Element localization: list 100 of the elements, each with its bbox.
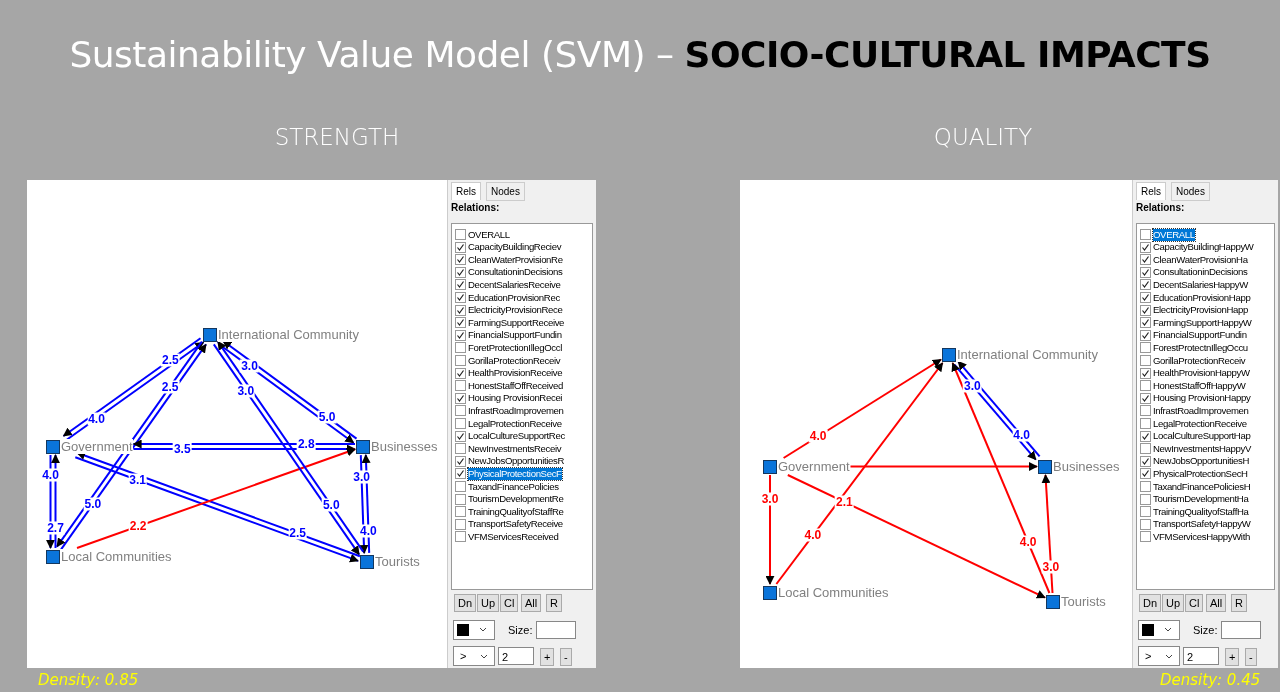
relation-name: ConsultationinDecisions <box>1153 266 1248 279</box>
reset-button: R <box>1231 594 1247 612</box>
all-button: All <box>521 594 542 612</box>
relation-name: HealthProvisionHappyW <box>1153 367 1250 380</box>
density-note: Density: 0.85 <box>38 671 139 689</box>
relation-name: TransportSafetyReceive <box>468 518 563 531</box>
node-name: Businesses <box>1053 459 1120 474</box>
relation-name: Housing ProvisionHappy <box>1153 392 1251 405</box>
node-name: Government <box>778 459 850 474</box>
arrow <box>849 462 1038 471</box>
relation-name: DecentSalariesHappyW <box>1153 278 1248 291</box>
relation-name: OVERALL <box>1153 228 1195 241</box>
relation-name: Housing ProvisionRecei <box>468 392 563 405</box>
arrow <box>51 454 60 549</box>
edge-label: 3.0 <box>236 384 256 398</box>
edge-label: 2.5 <box>160 380 180 394</box>
down-button: Dn <box>1139 594 1162 612</box>
node-name: International Community <box>218 327 359 342</box>
relation-name: NewInvestmentsReceiv <box>468 442 562 455</box>
clear-button: Cl <box>1185 594 1204 612</box>
relation-name: NewJobsOpportunitiesH <box>1153 455 1250 468</box>
relation-name: CleanWaterProvisionHa <box>1153 253 1248 266</box>
relation-name: CleanWaterProvisionRe <box>468 253 563 266</box>
relation-name: PhysicalProtectionSecF <box>468 467 562 480</box>
arrow <box>951 362 1051 594</box>
relation-name: TrainingQualityofStaffRe <box>468 505 564 518</box>
edge-label: 5.0 <box>83 497 103 511</box>
relation-name: TourismDevelopmentRe <box>468 493 564 506</box>
relation-name: FinancialSupportFundin <box>468 329 562 342</box>
panel-heading: STRENGTH <box>274 124 400 150</box>
edge-label: 4.0 <box>803 528 823 542</box>
edge-label: 5.0 <box>321 498 341 512</box>
node-name: Local Communities <box>778 585 889 600</box>
tab: Rels <box>1136 182 1166 200</box>
relation-name: EducationProvisionHapp <box>1153 291 1251 304</box>
network-node <box>1046 594 1106 609</box>
edge-label: 2.7 <box>46 521 65 535</box>
relation-name: InfrastRoadImprovemen <box>468 404 564 417</box>
relation-name: LocalCultureSupportHap <box>1153 430 1251 443</box>
relation-name: ElectricityProvisionRece <box>468 304 563 317</box>
relation-name: TrainingQualityofStaffHa <box>1153 505 1249 518</box>
network-node <box>360 554 420 569</box>
edge-label: 5.0 <box>317 410 337 424</box>
edge-label: 2.5 <box>161 353 180 367</box>
edge-label: 4.0 <box>41 468 60 482</box>
relation-name: FarmingSupportReceive <box>468 316 565 329</box>
network-node <box>46 439 133 454</box>
section-label: Relations: <box>451 202 500 213</box>
field-label: Size: <box>508 624 533 636</box>
up-button: Up <box>477 594 500 612</box>
edge-label: 3.0 <box>240 360 259 373</box>
line-width-field: 2 <box>1183 647 1219 665</box>
relation-name: TaxandFinancePolicies <box>468 480 559 493</box>
clear-button: Cl <box>500 594 519 612</box>
panel-heading: QUALITY <box>933 124 1033 150</box>
relation-name: VFMServicesReceived <box>468 530 559 543</box>
relation-name: ForestProtectnIllegOccu <box>1153 341 1248 354</box>
arrow <box>782 358 942 459</box>
network-node <box>1038 459 1120 474</box>
relation-name: LocalCultureSupportRec <box>468 430 565 443</box>
density-note: Density: 0.45 <box>1160 671 1261 689</box>
edge-label: 4.0 <box>1012 428 1032 442</box>
node-name: Local Communities <box>61 549 172 564</box>
plus-button: + <box>540 648 555 666</box>
relation-name: CapacityBuildingHappyW <box>1153 241 1254 254</box>
edge-label: 3.0 <box>1041 560 1061 574</box>
relation-name: NewInvestmentsHappyV <box>1153 442 1252 455</box>
relation-name: TaxandFinancePoliciesH <box>1153 480 1251 493</box>
relation-name: ElectricityProvisionHapp <box>1153 304 1249 317</box>
edge-label: 4.0 <box>87 412 106 425</box>
edge-label: 2.5 <box>288 526 307 540</box>
edge-label: 2.2 <box>128 519 148 533</box>
relation-name: GorillaProtectionReceiv <box>1153 354 1246 367</box>
relation-name: NewJobsOpportunitiesR <box>468 455 565 468</box>
edge-label: 3.0 <box>760 492 780 506</box>
relation-name: LegalProtectionReceive <box>468 417 562 430</box>
up-button: Up <box>1162 594 1185 612</box>
network-node <box>356 439 438 454</box>
relation-name: InfrastRoadImprovemen <box>1153 404 1249 417</box>
edge-label: 4.0 <box>1018 535 1038 549</box>
minus-button: - <box>1245 648 1257 666</box>
line-width-field: 2 <box>498 647 534 665</box>
edge-label: 2.8 <box>296 437 316 451</box>
relation-name: FarmingSupportHappyW <box>1153 316 1252 329</box>
relation-name: HonestStaffOffHappyW <box>1153 379 1246 392</box>
plus-button: + <box>1225 648 1240 666</box>
relation-name: VFMServicesHappyWith <box>1153 530 1250 543</box>
relation-name: HealthProvisionReceive <box>468 367 563 380</box>
relation-name: ConsultationinDecisions <box>468 266 563 279</box>
tab: Rels <box>451 182 481 200</box>
network-node <box>763 459 850 474</box>
node-name: Tourists <box>1061 594 1106 609</box>
relation-name: LegalProtectionReceive <box>1153 417 1247 430</box>
tab: Nodes <box>486 182 525 201</box>
relation-name: GorillaProtectionReceiv <box>468 354 561 367</box>
edge-label: 3.5 <box>172 442 192 456</box>
minus-button: - <box>560 648 572 666</box>
all-button: All <box>1206 594 1227 612</box>
edge-label: 3.0 <box>352 470 371 484</box>
edge-label: 3.1 <box>128 473 147 487</box>
